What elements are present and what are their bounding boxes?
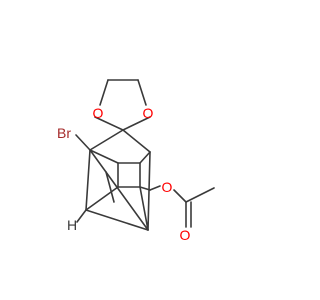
bond — [76, 209, 87, 223]
bond — [89, 129, 124, 151]
bond — [99, 79, 109, 106]
bond — [85, 149, 91, 211]
bond — [137, 79, 147, 106]
atom-labels: O O Br O O H — [57, 105, 191, 243]
bond — [85, 186, 119, 211]
bond — [85, 209, 149, 231]
bond — [173, 189, 187, 203]
bond — [139, 186, 151, 191]
bond — [94, 116, 124, 131]
bond — [75, 134, 91, 151]
bond — [89, 149, 149, 231]
molecule-structure-diagram: O O Br O O H — [57, 79, 215, 243]
atom-oxygen-label: O — [162, 179, 173, 195]
bond — [122, 129, 151, 153]
atom-hydrogen-label: H — [67, 217, 77, 233]
atom-oxygen-label: O — [93, 105, 104, 121]
bond-lines — [75, 79, 215, 231]
bond — [89, 149, 119, 164]
bond — [105, 171, 115, 203]
structure-canvas: O O Br O O H — [57, 79, 215, 243]
bond — [185, 187, 215, 203]
bond — [139, 186, 149, 231]
bond — [122, 116, 151, 131]
atom-bromine-label: Br — [57, 125, 71, 141]
bond — [147, 151, 151, 231]
atom-oxygen-label: O — [180, 227, 191, 243]
atom-oxygen-label: O — [143, 105, 154, 121]
bond — [149, 185, 161, 191]
bond — [139, 151, 151, 164]
